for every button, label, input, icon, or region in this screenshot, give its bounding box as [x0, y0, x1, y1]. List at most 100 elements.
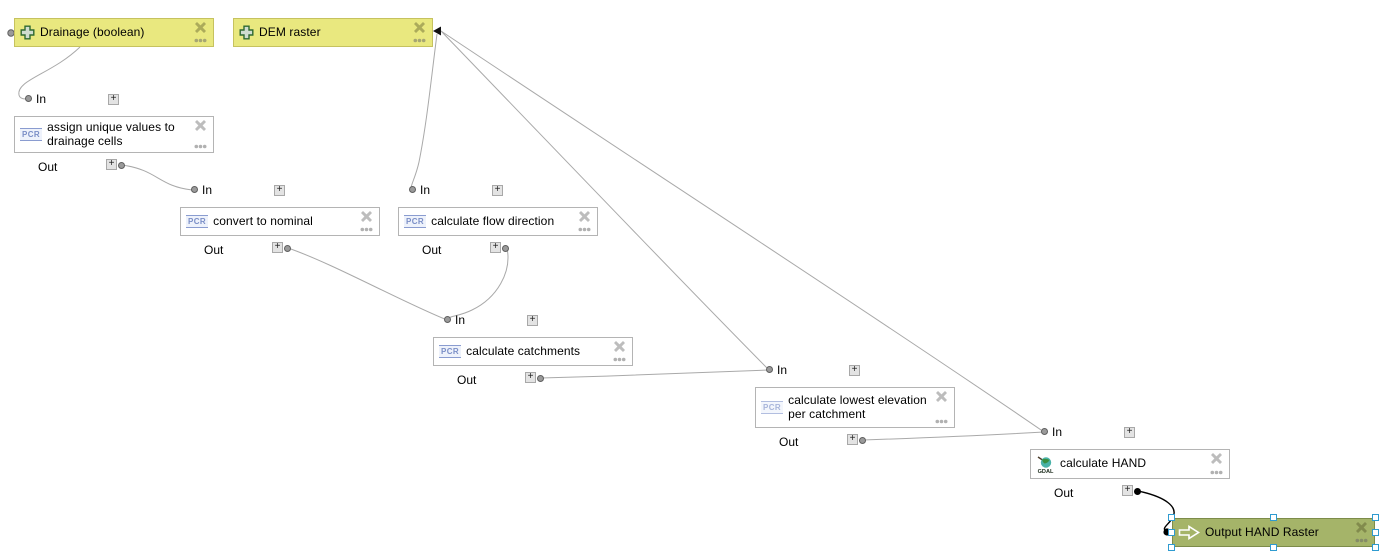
edge-dem-to-hand[interactable]	[440, 30, 1045, 433]
comments-icon[interactable]	[578, 227, 591, 232]
in-port-label: In	[36, 92, 47, 106]
expand-inputs-button[interactable]: +	[527, 315, 538, 326]
node-output-hand-raster[interactable]: Output HAND Raster	[1168, 514, 1379, 551]
edge-drainage-to-assign[interactable]	[18, 46, 81, 100]
node-calculate-hand[interactable]: In + GDAL calculate HAND Out +	[1030, 425, 1230, 500]
node-assign-unique-values[interactable]: In + PCR assign unique values to drainag…	[14, 92, 214, 174]
selection-handle-top-middle[interactable]	[1270, 514, 1277, 521]
node-calculate-catchments[interactable]: In + PCR calculate catchments Out +	[433, 313, 633, 387]
delete-node-icon[interactable]	[1355, 522, 1367, 533]
node-calculate-flow-direction[interactable]: In + PCR calculate flow direction Out +	[398, 183, 598, 257]
in-socket[interactable]	[766, 366, 773, 373]
node-label: calculate HAND	[1060, 456, 1147, 471]
selection-handle-bottom-middle[interactable]	[1270, 544, 1277, 551]
comments-icon[interactable]	[413, 38, 426, 43]
comments-icon[interactable]	[613, 357, 626, 362]
expand-inputs-button[interactable]: +	[108, 94, 119, 105]
in-socket[interactable]	[191, 186, 198, 193]
node-body[interactable]: DEM raster	[233, 18, 433, 47]
in-socket[interactable]	[1041, 428, 1048, 435]
input-parameter-icon	[239, 25, 254, 40]
edge-catchments-to-lowest[interactable]	[540, 369, 770, 379]
in-socket[interactable]	[25, 95, 32, 102]
expand-outputs-button[interactable]: +	[490, 242, 501, 253]
selection-handle-bottom-right[interactable]	[1372, 544, 1379, 551]
node-label: Output HAND Raster	[1205, 524, 1319, 539]
comments-icon[interactable]	[194, 144, 207, 149]
out-socket[interactable]	[1134, 488, 1141, 495]
edge-assign-to-nominal[interactable]	[121, 164, 193, 191]
comments-icon[interactable]	[360, 227, 373, 232]
out-socket[interactable]	[118, 162, 125, 169]
node-convert-to-nominal[interactable]: In + PCR convert to nominal Out +	[180, 183, 380, 257]
node-calculate-lowest-elevation[interactable]: In + PCR calculate lowest elevation per …	[755, 363, 955, 449]
output-arrow-icon	[1178, 525, 1200, 540]
comments-icon[interactable]	[935, 419, 948, 424]
selection-handle-top-right[interactable]	[1372, 514, 1379, 521]
delete-node-icon[interactable]	[578, 211, 590, 222]
expand-outputs-button[interactable]: +	[106, 159, 117, 170]
dem-link-anchor-arrow[interactable]	[433, 26, 441, 36]
in-port-label: In	[1052, 425, 1063, 439]
node-body[interactable]: PCR calculate flow direction	[398, 207, 598, 236]
out-port-label: Out	[422, 243, 442, 257]
edge-flowdir-to-catchments[interactable]	[446, 247, 509, 321]
node-body[interactable]: PCR assign unique values to drainage cel…	[14, 116, 214, 153]
node-dem-raster-input[interactable]: DEM raster	[233, 18, 433, 47]
comments-icon[interactable]	[1355, 538, 1368, 543]
in-socket[interactable]	[409, 186, 416, 193]
edge-dem-to-lowest[interactable]	[440, 30, 770, 371]
out-socket[interactable]	[859, 437, 866, 444]
node-label: calculate catchments	[466, 343, 581, 358]
node-body[interactable]: Output HAND Raster	[1172, 518, 1375, 547]
pcraster-icon: PCR	[20, 128, 43, 141]
node-drainage-input[interactable]: Drainage (boolean)	[14, 18, 214, 47]
out-socket[interactable]	[537, 375, 544, 382]
delete-node-icon[interactable]	[613, 341, 625, 352]
delete-node-icon[interactable]	[935, 391, 947, 402]
edge-hand-to-output[interactable]	[1137, 490, 1175, 533]
selection-handle-bottom-left[interactable]	[1168, 544, 1175, 551]
comments-icon[interactable]	[1210, 470, 1223, 475]
in-socket[interactable]	[444, 316, 451, 323]
delete-node-icon[interactable]	[1210, 453, 1222, 464]
in-port-label: In	[420, 183, 431, 197]
node-label: DEM raster	[259, 24, 321, 39]
edge-lowest-to-hand[interactable]	[862, 431, 1045, 441]
expand-outputs-button[interactable]: +	[525, 372, 536, 383]
pcraster-icon: PCR	[439, 345, 462, 358]
selection-handle-top-left[interactable]	[1168, 514, 1175, 521]
selection-handle-middle-left[interactable]	[1168, 529, 1175, 536]
out-port-label: Out	[1054, 486, 1074, 500]
node-body[interactable]: PCR calculate catchments	[433, 337, 633, 366]
delete-node-icon[interactable]	[360, 211, 372, 222]
expand-inputs-button[interactable]: +	[492, 185, 503, 196]
out-port-label: Out	[457, 373, 477, 387]
selection-handle-middle-right[interactable]	[1372, 529, 1379, 536]
node-body[interactable]: PCR convert to nominal	[180, 207, 380, 236]
expand-inputs-button[interactable]: +	[274, 185, 285, 196]
edge-dem-to-flowdir[interactable]	[410, 33, 438, 191]
in-port-label: In	[777, 363, 788, 377]
out-port-label: Out	[38, 160, 58, 174]
expand-outputs-button[interactable]: +	[272, 242, 283, 253]
in-port-label: In	[202, 183, 213, 197]
svg-text:GDAL: GDAL	[1038, 469, 1054, 474]
node-label: calculate flow direction	[431, 213, 555, 228]
node-body[interactable]: PCR calculate lowest elevation per catch…	[755, 387, 955, 428]
node-body[interactable]: GDAL calculate HAND	[1030, 449, 1230, 479]
comments-icon[interactable]	[194, 38, 207, 43]
out-socket[interactable]	[284, 245, 291, 252]
node-label: assign unique values to drainage cells	[47, 119, 175, 148]
delete-node-icon[interactable]	[413, 22, 425, 33]
delete-node-icon[interactable]	[194, 22, 206, 33]
delete-node-icon[interactable]	[194, 120, 206, 131]
edge-nominal-to-catchments[interactable]	[287, 247, 448, 321]
expand-inputs-button[interactable]: +	[1124, 427, 1135, 438]
node-body[interactable]: Drainage (boolean)	[14, 18, 214, 47]
expand-outputs-button[interactable]: +	[847, 434, 858, 445]
expand-outputs-button[interactable]: +	[1122, 485, 1133, 496]
expand-inputs-button[interactable]: +	[849, 365, 860, 376]
out-socket[interactable]	[502, 245, 509, 252]
